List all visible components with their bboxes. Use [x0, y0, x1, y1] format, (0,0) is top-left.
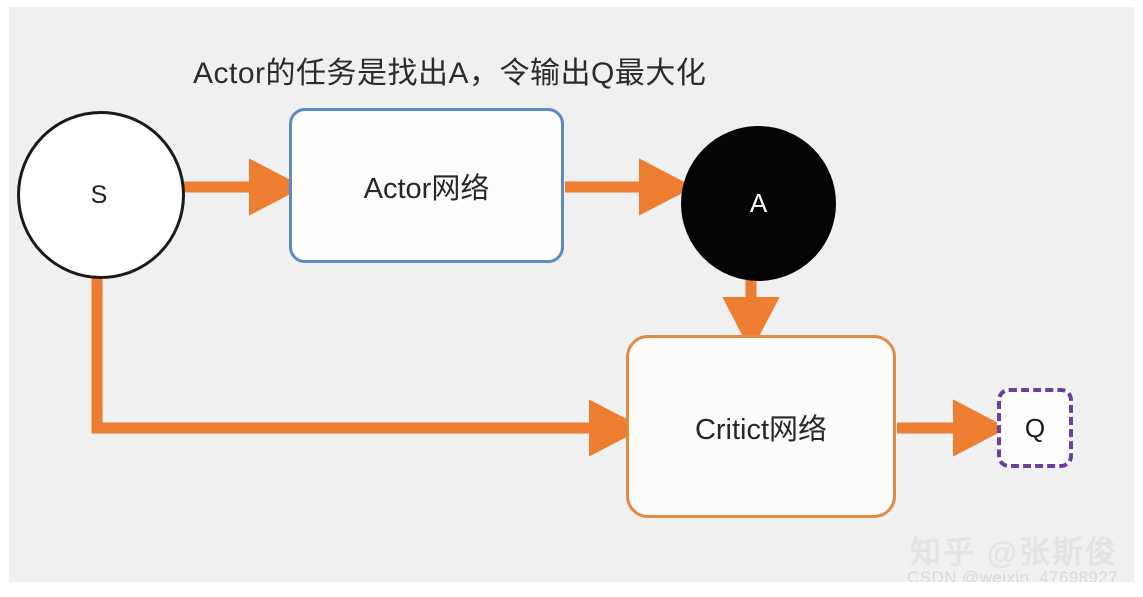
node-state-s-label: S: [90, 180, 108, 209]
diagram-title: Actor的任务是找出A，令输出Q最大化: [193, 57, 707, 90]
node-qvalue[interactable]: Q: [997, 388, 1073, 468]
node-action-a[interactable]: A: [681, 126, 836, 281]
connector-layer: [91, 158, 1008, 457]
diagram-canvas: Actor的任务是找出A，令输出Q最大化 S Actor网络 A Critict…: [9, 7, 1134, 582]
node-critic-network-label: Critict网络: [694, 413, 828, 446]
edge-s-to-critic: [91, 275, 644, 457]
node-critic-network[interactable]: Critict网络: [626, 335, 896, 518]
node-action-a-label: A: [749, 188, 768, 218]
node-qvalue-label: Q: [1024, 412, 1046, 443]
node-state-s[interactable]: S: [17, 111, 185, 279]
node-actor-network-label: Actor网络: [363, 172, 490, 205]
watermark-zhihu: 知乎 @张斯俊: [910, 535, 1118, 570]
watermark-csdn: CSDN @weixin_47698927: [907, 568, 1118, 582]
node-actor-network[interactable]: Actor网络: [289, 108, 564, 263]
